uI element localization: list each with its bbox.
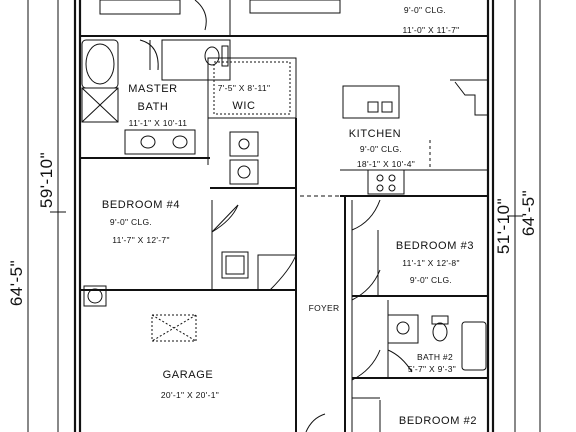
bedroom-3-ceiling: 9'-0" CLG. <box>410 275 452 285</box>
kitchen-title: KITCHEN <box>349 128 401 140</box>
kitchen-size: 18'-1" X 10'-4" <box>357 159 415 169</box>
exterior-walls <box>73 0 495 432</box>
bedroom-4-title: BEDROOM #4 <box>102 199 180 211</box>
bath-2-title: BATH #2 <box>417 352 453 362</box>
master-bath <box>80 39 210 159</box>
toilet-closet <box>161 39 231 81</box>
bedroom-4-ceiling: 9'-0" CLG. <box>110 217 152 227</box>
garage-title: GARAGE <box>163 369 214 381</box>
top-room-ceiling: 9'-0" CLG. <box>404 5 446 15</box>
foyer-title: FOYER <box>309 303 340 313</box>
bedroom-2 <box>352 397 381 432</box>
wic-size: 7'-5" X 8'-11" <box>218 83 271 93</box>
garage <box>83 285 326 432</box>
dimension-right-inner: 51'-10" <box>494 198 513 254</box>
dimension-right-outer: 64'-5" <box>519 190 538 236</box>
top-room-size: 11'-0" X 11'-7" <box>403 25 460 35</box>
bath-2-size: 5'-7" X 9'-3" <box>408 364 456 374</box>
bedroom-3 <box>352 230 488 297</box>
bedroom-4-size: 11'-7" X 12'-7" <box>112 235 170 245</box>
master-bath-size: 11'-1" X 10'-11 <box>129 118 188 128</box>
garage-size: 20'-1" X 20'-1" <box>161 390 219 400</box>
wic <box>207 57 297 165</box>
dimension-left-inner: 59'-10" <box>37 152 56 208</box>
kitchen <box>300 79 488 197</box>
bedroom-4 <box>80 200 297 291</box>
top-rooms <box>80 0 488 37</box>
dimension-left-outer: 64'-5" <box>7 260 26 306</box>
bedroom-3-title: BEDROOM #3 <box>396 240 474 252</box>
master-bath-title-2: BATH <box>138 101 169 113</box>
foyer <box>344 196 381 432</box>
bath-2 <box>352 300 488 379</box>
wic-title: WIC <box>232 100 255 112</box>
bedroom-2-title: BEDROOM #2 <box>399 415 477 427</box>
bedroom-3-size: 11'-1" X 12'-8" <box>402 258 460 268</box>
master-bath-title-1: MASTER <box>128 83 177 95</box>
kitchen-ceiling: 9'-0" CLG. <box>360 144 402 154</box>
